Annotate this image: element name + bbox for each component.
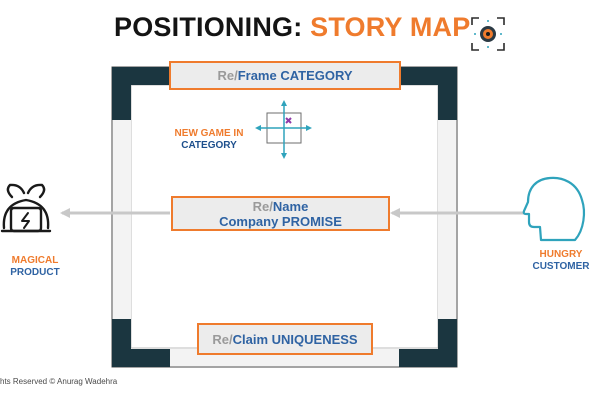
magic-bag-icon [0, 183, 52, 233]
crosshair-grid-icon [255, 100, 312, 159]
corner-bottom-left [112, 319, 170, 367]
new-game-line-1: NEW GAME IN [174, 128, 244, 139]
hungry-customer-label: HUNGRY CUSTOMER [521, 249, 600, 273]
head-profile-icon [522, 176, 586, 242]
new-game-label: NEW GAME IN CATEGORY [160, 128, 258, 152]
page-title: POSITIONING: STORY MAP [114, 14, 470, 41]
reframe-category-box: Re/Frame CATEGORY [169, 61, 401, 90]
product-line-2: PRODUCT [10, 267, 60, 278]
reclaim-uniqueness-box: Re/Claim UNIQUENESS [197, 323, 373, 355]
corner-top-left [112, 67, 170, 120]
corner-top-right [399, 67, 457, 120]
new-game-line-2: CATEGORY [181, 140, 237, 151]
customer-line-2: CUSTOMER [532, 261, 590, 272]
uniqueness-text: Claim UNIQUENESS [232, 331, 358, 347]
magical-product-label: MAGICAL PRODUCT [0, 255, 70, 279]
promise-line-1: Name [272, 198, 309, 214]
promise-prefix: Re/ [252, 198, 273, 214]
category-text: Frame CATEGORY [237, 68, 353, 83]
customer-line-1: HUNGRY [539, 249, 583, 260]
cross-mark-icon [285, 117, 292, 124]
title-part-1: POSITIONING: [114, 12, 311, 42]
title-part-2: STORY MAP [310, 12, 471, 42]
eye-camera-logo-icon [471, 17, 505, 51]
corner-bottom-right [399, 319, 457, 367]
uniqueness-prefix: Re/ [212, 331, 233, 347]
category-prefix: Re/ [217, 68, 238, 83]
copyright-footer: hts Reserved © Anurag Wadehra [0, 377, 118, 386]
rename-promise-box: Re/Name Company PROMISE [171, 196, 390, 231]
promise-line-2: Company PROMISE [219, 213, 342, 229]
product-line-1: MAGICAL [11, 255, 59, 266]
